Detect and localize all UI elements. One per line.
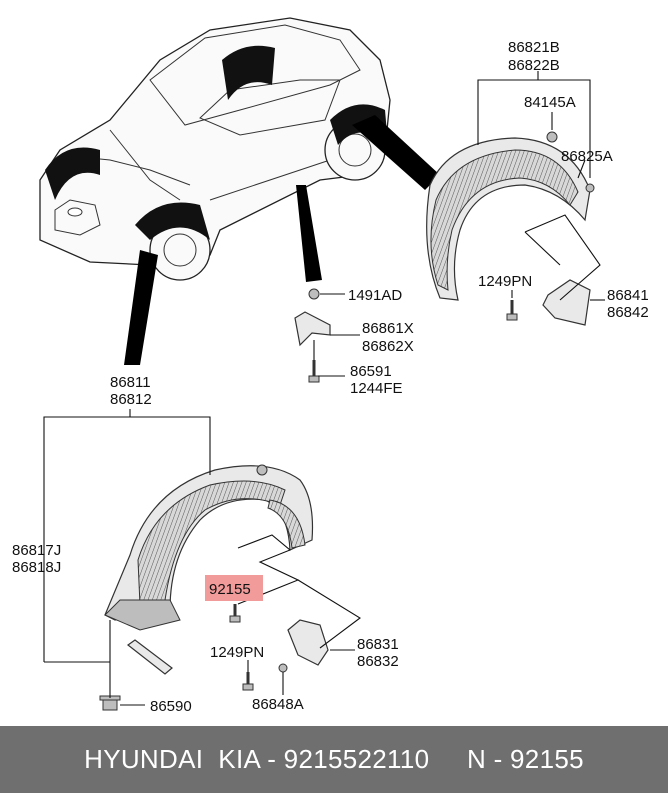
- clip-86590: [99, 695, 121, 711]
- label-86842: 86842: [607, 304, 649, 321]
- label-86818J: 86818J: [12, 559, 61, 576]
- pointer-front-liner: [124, 250, 158, 365]
- label-86821B: 86821B: [508, 39, 560, 56]
- pointer-sill-bracket: [296, 185, 322, 282]
- label-86591: 86591: [350, 363, 392, 380]
- label-86861X: 86861X: [362, 320, 414, 337]
- highlight-92155: [205, 575, 263, 601]
- label-86822B: 86822B: [508, 57, 560, 74]
- label-86841: 86841: [607, 287, 649, 304]
- label-1249PN-bottom: 1249PN: [210, 644, 264, 661]
- label-86825A: 86825A: [561, 148, 613, 165]
- label-86862X: 86862X: [362, 338, 414, 355]
- label-1249PN-top: 1249PN: [478, 273, 532, 290]
- label-86848A: 86848A: [252, 696, 304, 713]
- rear-mud-guard: [542, 279, 591, 326]
- pointer-rear-liner: [352, 115, 440, 190]
- label-1244FE: 1244FE: [350, 380, 403, 397]
- sill-bracket-assembly: [294, 288, 331, 383]
- label-86590: 86590: [150, 698, 192, 715]
- bolt-1249pn-top: [506, 300, 518, 321]
- label-86817J: 86817J: [12, 542, 61, 559]
- label-92155: 92155: [209, 581, 251, 598]
- label-86812: 86812: [110, 391, 152, 408]
- label-84145A: 84145A: [524, 94, 576, 111]
- bolt-92155: [229, 604, 241, 623]
- label-86832: 86832: [357, 653, 399, 670]
- label-86811: 86811: [110, 374, 151, 391]
- clip-86848a: [278, 663, 288, 673]
- footer-text: HYUNDAI KIA - 9215522110 N - 92155: [84, 744, 584, 774]
- rear-wheel-guard: [426, 131, 595, 301]
- bolt-1249pn-bottom: [242, 672, 254, 691]
- parts-diagram: 86821B 86822B 84145A 86825A 1249PN 86841…: [12, 17, 649, 715]
- front-wheel-guard: [104, 464, 314, 675]
- label-1491AD: 1491AD: [348, 287, 402, 304]
- front-mud-guard: [287, 619, 329, 666]
- car-illustration: [39, 17, 391, 281]
- footer-banner: HYUNDAI KIA - 9215522110 N - 92155: [0, 726, 668, 793]
- label-86831: 86831: [357, 636, 399, 653]
